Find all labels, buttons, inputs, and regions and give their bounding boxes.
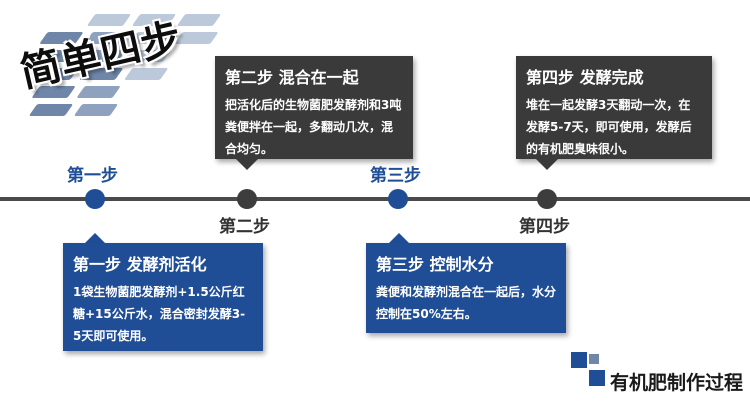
- step-3-body: 粪便和发酵剂混合在一起后，水分控制在50%左右。: [376, 285, 557, 321]
- step-1-callout-pointer: [84, 233, 106, 244]
- step-1-callout: 第一步 发酵剂活化 1袋生物菌肥发酵剂+1.5公斤红糖+15公斤水，混合密封发酵…: [63, 243, 263, 351]
- step-4-callout: 第四步 发酵完成 堆在一起发酵3天翻动一次，在发酵5-7天，即可使用，发酵后的有…: [516, 56, 712, 159]
- step-2-body: 把活化后的生物菌肥发酵剂和3吨粪便拌在一起，多翻动几次，混合均匀。: [225, 98, 402, 156]
- step-2-label: 第二步: [219, 217, 270, 237]
- step-3-callout: 第三步 控制水分 粪便和发酵剂混合在一起后，水分控制在50%左右。: [366, 243, 566, 333]
- step-4-body: 堆在一起发酵3天翻动一次，在发酵5-7天，即可使用，发酵后的有机肥臭味很小。: [526, 98, 692, 156]
- step-2-title: 第二步 混合在一起: [225, 68, 359, 87]
- step-2-callout: 第二步 混合在一起 把活化后的生物菌肥发酵剂和3吨粪便拌在一起，多翻动几次，混合…: [215, 56, 413, 159]
- step-4-marker: [537, 189, 557, 209]
- step-1-title: 第一步 发酵剂活化: [73, 255, 207, 274]
- footer-caption: 有机肥制作过程: [610, 372, 744, 394]
- step-1-label: 第一步: [67, 166, 118, 186]
- step-2-callout-pointer: [236, 159, 258, 170]
- step-3-title: 第三步 控制水分: [376, 255, 494, 274]
- step-2-marker: [237, 189, 257, 209]
- decorative-tiles: [29, 14, 221, 116]
- step-1-marker: [85, 189, 105, 209]
- step-3-label: 第三步: [370, 166, 421, 186]
- squares-icon: [571, 352, 605, 386]
- timeline-line: [0, 197, 750, 201]
- step-4-title: 第四步 发酵完成: [526, 68, 644, 87]
- step-4-label: 第四步: [519, 217, 570, 237]
- step-3-marker: [388, 189, 408, 209]
- step-3-callout-pointer: [388, 233, 410, 244]
- step-4-callout-pointer: [536, 159, 558, 170]
- step-1-body: 1袋生物菌肥发酵剂+1.5公斤红糖+15公斤水，混合密封发酵3-5天即可使用。: [73, 285, 246, 343]
